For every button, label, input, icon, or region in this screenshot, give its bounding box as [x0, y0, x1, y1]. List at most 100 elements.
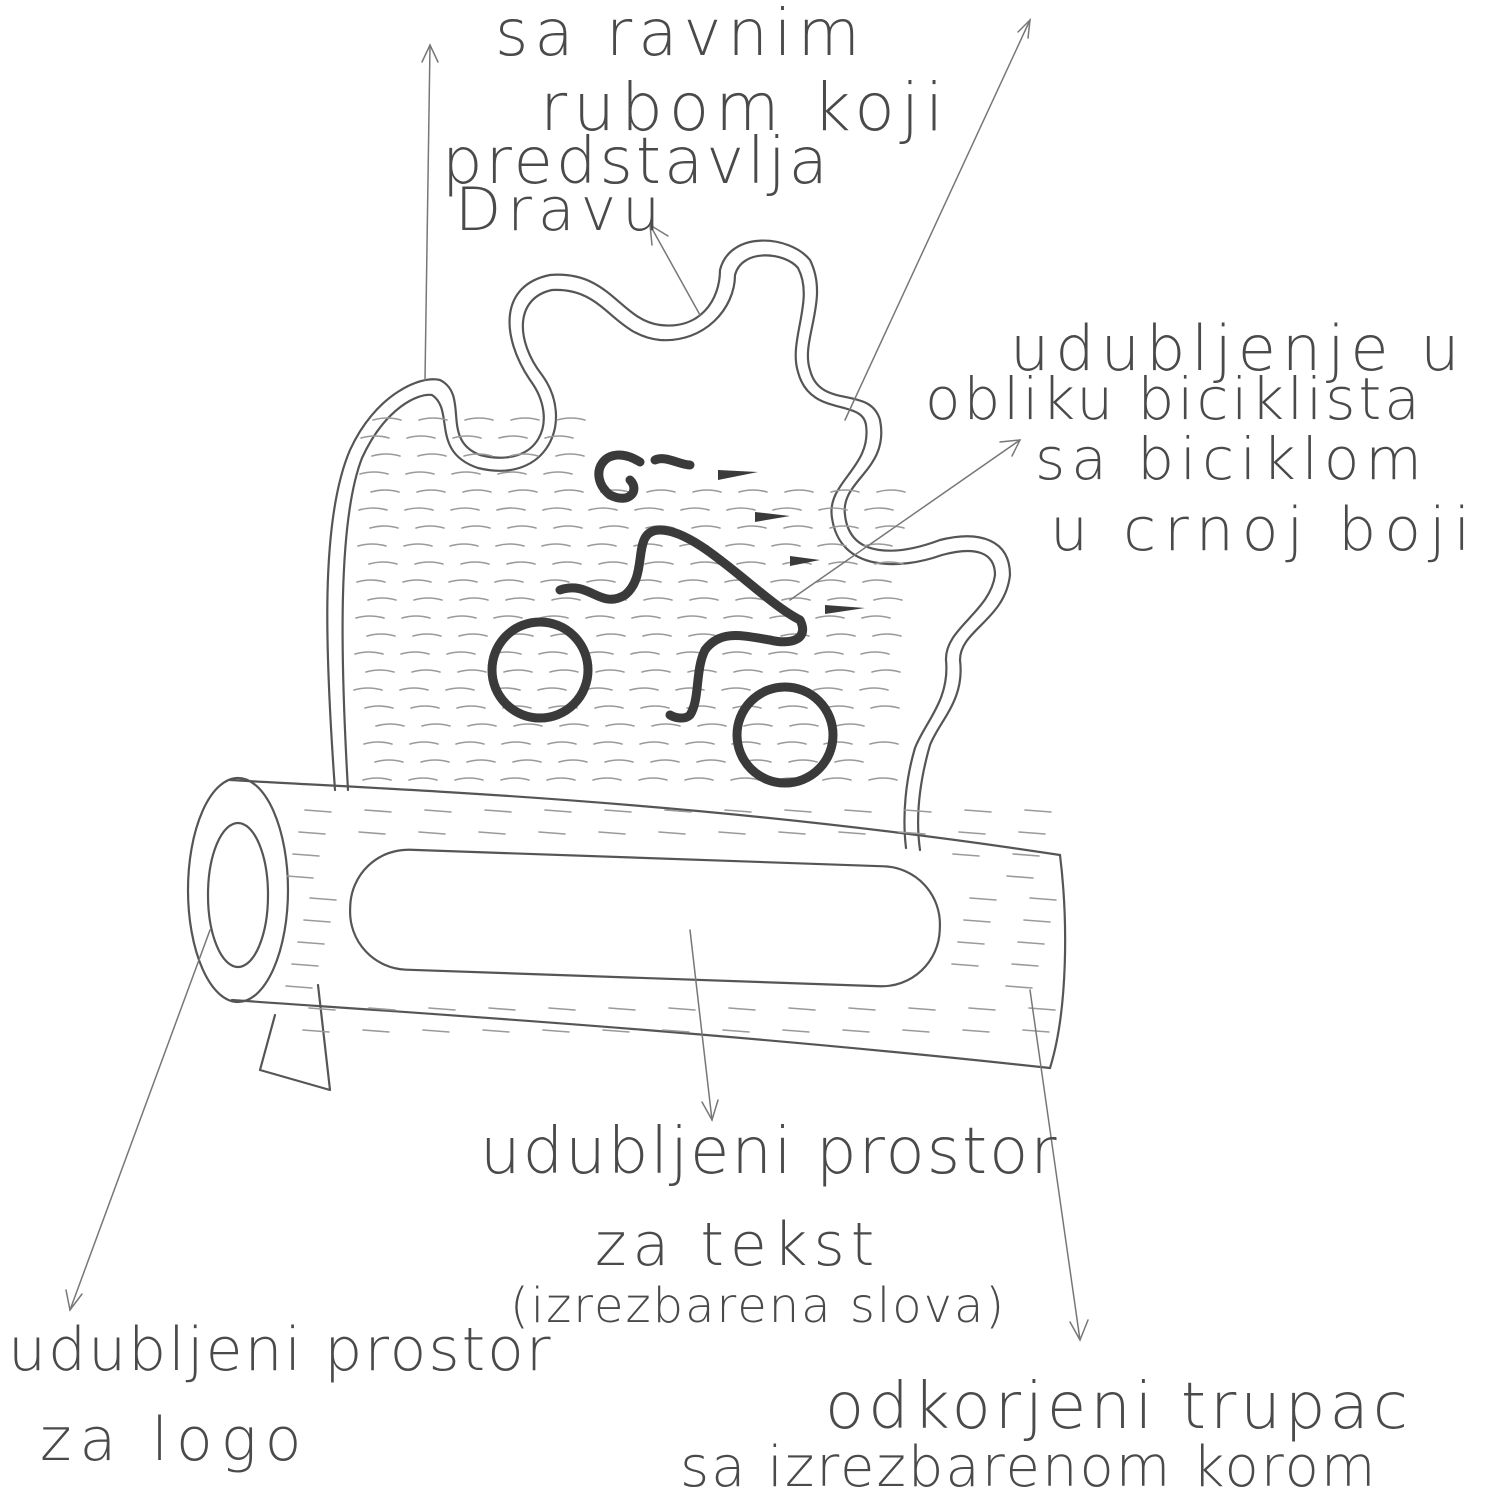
wood-grain-stroke	[421, 760, 449, 762]
wood-grain-stroke	[647, 490, 675, 492]
cyclist-recess	[492, 455, 865, 783]
wood-grain-stroke	[507, 562, 535, 564]
wood-grain-stroke	[414, 598, 442, 600]
wood-grain-stroke	[871, 706, 899, 708]
wood-grain-stroke	[354, 688, 382, 690]
wood-grain-stroke	[413, 634, 441, 636]
wood-grain-stroke	[506, 598, 534, 600]
wood-grain-stroke	[553, 562, 581, 564]
log-label-line2: sa izrezbarenom korom	[680, 1440, 1377, 1496]
wood-grain-stroke	[600, 526, 628, 528]
wood-grain-stroke	[457, 706, 485, 708]
bark-stroke	[429, 1008, 455, 1010]
bark-stroke	[1012, 964, 1038, 966]
wood-grain-stroke	[819, 508, 847, 510]
wood-grain-stroke	[681, 508, 709, 510]
wood-grain-stroke	[449, 580, 477, 582]
wood-grain-stroke	[555, 490, 583, 492]
wood-grain-stroke	[595, 706, 623, 708]
bark-stroke	[298, 942, 324, 944]
wood-grain-stroke	[632, 616, 660, 618]
wood-grain-stroke	[468, 724, 496, 726]
bark-stroke	[958, 942, 984, 944]
wood-grain-stroke	[593, 778, 621, 780]
wood-grain-stroke	[452, 472, 480, 474]
wood-grain-stroke	[739, 490, 767, 492]
wood-grain-stroke	[465, 418, 493, 420]
wood-grain-stroke	[651, 760, 679, 762]
wood-grain-stroke	[814, 688, 842, 690]
wood-grain-stroke	[418, 454, 446, 456]
wood-grain-stroke	[594, 742, 622, 744]
wood-grain-stroke	[827, 634, 855, 636]
wood-grain-stroke	[368, 598, 396, 600]
wood-grain-stroke	[772, 544, 800, 546]
wood-grain-stroke	[460, 598, 488, 600]
wood-grain-stroke	[409, 778, 437, 780]
wood-grain-stroke	[862, 616, 890, 618]
wood-grain-stroke	[450, 544, 478, 546]
bark-stroke	[304, 920, 330, 922]
wood-grain-stroke	[369, 562, 397, 564]
wood-grain-stroke	[407, 436, 435, 438]
wood-grain-stroke	[406, 472, 434, 474]
wood-grain-stroke	[865, 508, 893, 510]
wood-grain-stroke	[815, 652, 843, 654]
bark-stroke	[969, 1008, 995, 1010]
text-space-label-line3: (izrezbarena slova)	[510, 1282, 1006, 1330]
bark-stroke	[729, 1008, 755, 1010]
wood-grain-stroke	[453, 436, 481, 438]
wood-grain-stroke	[599, 562, 627, 564]
wood-grain-stroke	[645, 562, 673, 564]
wood-grain-stroke	[823, 778, 851, 780]
bark-stroke	[1019, 832, 1045, 834]
bark-stroke	[363, 1030, 389, 1032]
wood-grain-stroke	[545, 436, 573, 438]
wood-grain-stroke	[455, 778, 483, 780]
bark-stroke	[845, 810, 871, 812]
bark-stroke	[905, 810, 931, 812]
wood-grain-stroke	[467, 760, 495, 762]
bark-stroke	[423, 1030, 449, 1032]
bark-stroke	[1006, 986, 1032, 988]
wood-grain-stroke	[816, 616, 844, 618]
wood-grain-stroke	[731, 778, 759, 780]
wood-grain-stroke	[416, 526, 444, 528]
wood-grain-stroke	[502, 742, 530, 744]
wood-grain-stroke	[495, 580, 523, 582]
bark-stroke	[1025, 810, 1051, 812]
wood-grain-stroke	[359, 508, 387, 510]
wood-grain-stroke	[641, 706, 669, 708]
wood-grain-stroke	[642, 670, 670, 672]
wood-grain-stroke	[356, 616, 384, 618]
wood-grain-stroke	[508, 526, 536, 528]
bark-stroke	[843, 1030, 869, 1032]
bark-stroke	[293, 854, 319, 856]
wood-grain-stroke	[542, 544, 570, 546]
wood-grain-stroke	[363, 778, 391, 780]
wood-grain-stroke	[606, 724, 634, 726]
wood-grain-stroke	[499, 436, 527, 438]
bark-stroke	[903, 1030, 929, 1032]
wood-grain-stroke	[876, 526, 904, 528]
wood-grain-stroke	[463, 490, 491, 492]
bark-stroke	[959, 832, 985, 834]
bark-stroke	[965, 810, 991, 812]
wood-grain-stroke	[459, 634, 487, 636]
wood-grain-stroke	[734, 670, 762, 672]
bark-stroke	[545, 810, 571, 812]
bark-stroke	[603, 1030, 629, 1032]
wood-grain-stroke	[412, 670, 440, 672]
wood-grain-stroke	[462, 526, 490, 528]
wood-grain-stroke	[544, 472, 572, 474]
wood-grain-stroke	[367, 634, 395, 636]
wood-grain-stroke	[818, 544, 846, 546]
bark-stroke	[1013, 854, 1039, 856]
wood-grain-stroke	[874, 598, 902, 600]
wood-grain-stroke	[422, 724, 450, 726]
bark-stroke	[659, 832, 685, 834]
wood-grain-stroke	[370, 526, 398, 528]
wood-grain-stroke	[631, 652, 659, 654]
bark-stroke	[789, 1008, 815, 1010]
wood-grain-stroke	[365, 706, 393, 708]
